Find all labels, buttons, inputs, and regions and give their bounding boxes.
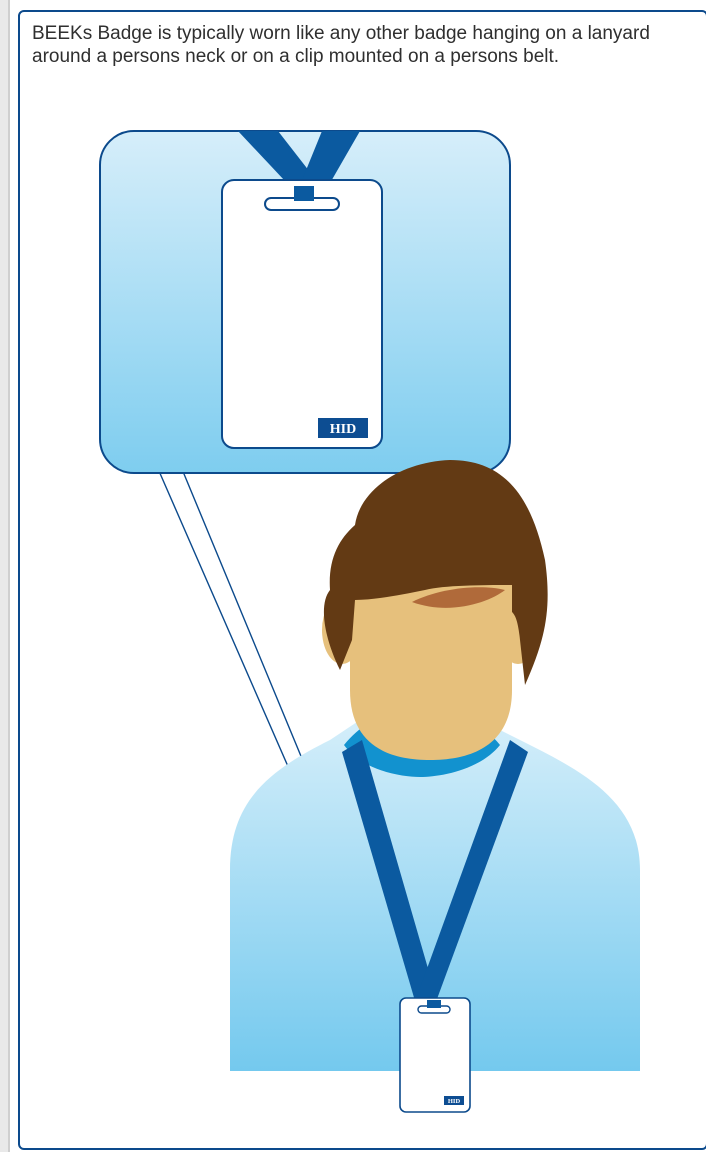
small-badge-card: HID [400, 998, 470, 1112]
badge-zoom-callout: HID [100, 131, 510, 473]
person-wearing-badge [230, 460, 640, 1071]
hid-logo-large-text: HID [330, 422, 356, 437]
large-badge-card: HID [222, 180, 382, 448]
hid-logo-small-text: HID [448, 1098, 461, 1105]
